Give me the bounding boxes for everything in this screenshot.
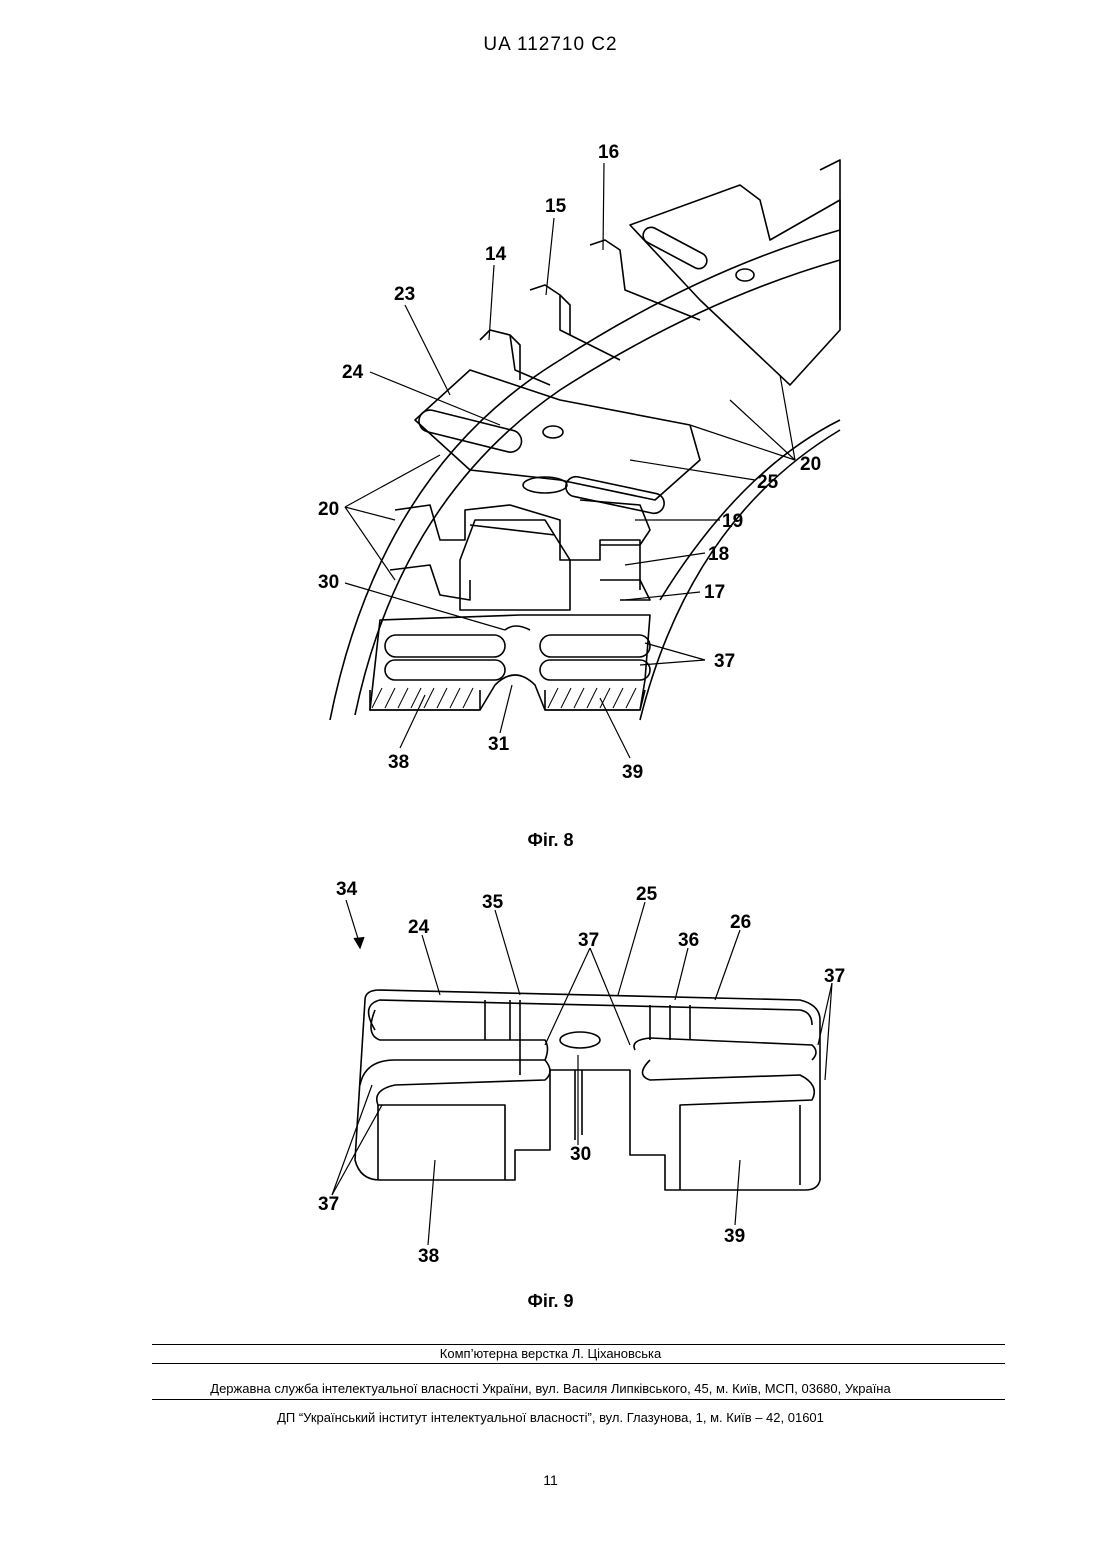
leader-14 bbox=[489, 265, 494, 340]
ref-31: 31 bbox=[488, 734, 510, 755]
leader-23 bbox=[405, 305, 450, 395]
leader-37-e bbox=[332, 1085, 372, 1195]
layout-credit: Комп’ютерна верстка Л. Ціхановська bbox=[0, 1346, 1101, 1361]
leader-17 bbox=[625, 592, 700, 600]
ref-37-top: 37 bbox=[578, 930, 599, 951]
figure-9-drawing: 34 35 25 24 37 36 26 37 30 37 38 39 bbox=[0, 860, 1101, 1280]
leader-36 bbox=[675, 948, 688, 1000]
leader-38 bbox=[428, 1160, 435, 1245]
figure-9-caption: Фіг. 9 bbox=[0, 1291, 1101, 1312]
ref-23: 23 bbox=[394, 284, 415, 305]
ref-37-left: 37 bbox=[318, 1194, 339, 1215]
leader-31 bbox=[500, 685, 512, 733]
ref-19: 19 bbox=[722, 511, 743, 532]
ref-14: 14 bbox=[485, 244, 507, 265]
leader-38 bbox=[400, 695, 425, 748]
leader-25 bbox=[630, 460, 755, 480]
page-number: 11 bbox=[0, 1472, 1101, 1488]
leader-16 bbox=[603, 163, 604, 250]
ref-30: 30 bbox=[570, 1144, 591, 1165]
leader-39 bbox=[600, 698, 630, 758]
ref-20-left: 20 bbox=[318, 499, 339, 520]
ref-16: 16 bbox=[598, 142, 619, 163]
leader-26 bbox=[715, 930, 740, 1000]
leader-15 bbox=[546, 218, 554, 295]
leader-20-b1 bbox=[690, 425, 795, 460]
ref-38: 38 bbox=[418, 1246, 439, 1267]
ref-20-right: 20 bbox=[800, 454, 821, 475]
ref-37: 37 bbox=[714, 651, 735, 672]
ref-30: 30 bbox=[318, 572, 339, 593]
institute-address: ДП “Український інститут інтелектуальної… bbox=[0, 1410, 1101, 1425]
footer-rule-bottom bbox=[152, 1399, 1005, 1400]
ref-36: 36 bbox=[678, 930, 699, 951]
leader-20-b3 bbox=[730, 400, 795, 460]
leader-24 bbox=[422, 935, 440, 995]
leader-25 bbox=[618, 902, 645, 995]
ref-38: 38 bbox=[388, 752, 409, 773]
ref-24: 24 bbox=[342, 362, 364, 383]
ref-15: 15 bbox=[545, 196, 567, 217]
leader-20-a1 bbox=[345, 455, 440, 507]
ref-25: 25 bbox=[757, 472, 779, 493]
leader-37-a bbox=[645, 643, 705, 660]
leader-30 bbox=[345, 583, 505, 630]
ref-26: 26 bbox=[730, 912, 751, 933]
ref-37-right: 37 bbox=[824, 966, 845, 987]
ref-24: 24 bbox=[408, 917, 430, 938]
footer-rule-top bbox=[152, 1344, 1005, 1345]
ref-39: 39 bbox=[622, 762, 643, 783]
figure-8-drawing: 16 15 14 23 24 20 25 20 19 18 30 17 37 3… bbox=[0, 0, 1101, 860]
ref-18: 18 bbox=[708, 544, 729, 565]
ref-35: 35 bbox=[482, 892, 504, 913]
leader-20-b2 bbox=[780, 375, 795, 460]
leader-35 bbox=[495, 910, 520, 995]
ref-34: 34 bbox=[336, 879, 358, 900]
agency-address: Державна служба інтелектуальної власност… bbox=[0, 1381, 1101, 1396]
ref-39: 39 bbox=[724, 1226, 745, 1247]
leader-39 bbox=[735, 1160, 740, 1225]
hole-30 bbox=[560, 1032, 600, 1048]
leader-37-a bbox=[545, 948, 590, 1045]
ref-17: 17 bbox=[704, 582, 725, 603]
leader-37-b bbox=[640, 660, 705, 665]
figure-8-caption: Фіг. 8 bbox=[0, 830, 1101, 851]
leader-18 bbox=[625, 553, 705, 565]
leader-24 bbox=[370, 372, 500, 425]
footer-rule-middle bbox=[152, 1363, 1005, 1364]
ref-25: 25 bbox=[636, 884, 658, 905]
